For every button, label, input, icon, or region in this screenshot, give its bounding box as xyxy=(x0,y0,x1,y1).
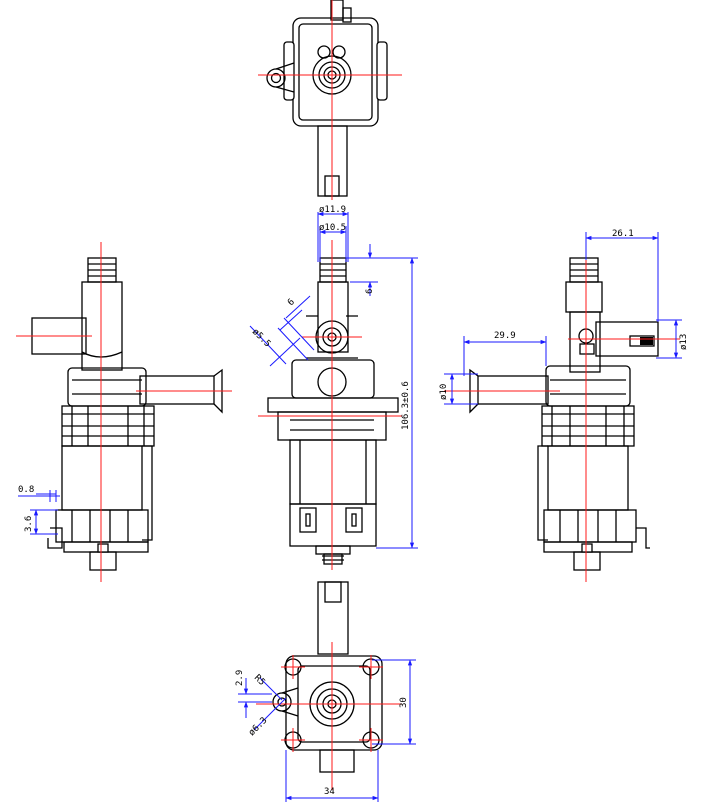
right-view: 26.1 29.9 ø13 ø10 xyxy=(439,229,689,582)
dim-offset-side: 29.9 xyxy=(494,331,516,341)
dim-d-inlet: ø10 xyxy=(439,384,449,400)
dim-radius: R5 xyxy=(252,673,267,688)
dim-diag-a: 6 xyxy=(286,297,297,308)
dim-d-outer: ø11.9 xyxy=(319,205,346,215)
dim-offset-top: 26.1 xyxy=(612,229,634,239)
dim-height-b: 30 xyxy=(399,697,409,708)
dim-width: 34 xyxy=(324,787,335,797)
dim-d-outlet: ø13 xyxy=(679,334,689,350)
dim-d-inner: ø10.5 xyxy=(319,223,346,233)
top-view xyxy=(258,0,402,200)
front-view: ø11.9 ø10.5 6 106.3±0.6 6 ø5.5 xyxy=(249,205,418,570)
dim-barb: 6 xyxy=(365,289,375,294)
bottom-view: 30 34 2.9 R5 ø6.3 xyxy=(235,581,416,802)
dim-wire-len: 3.6 xyxy=(24,516,34,532)
left-view: 0.8 3.6 xyxy=(16,242,232,582)
dim-wire-gap: 0.8 xyxy=(18,485,34,495)
dim-hole: ø6.3 xyxy=(247,716,269,738)
dim-height: 106.3±0.6 xyxy=(401,381,411,430)
dim-r-small: 2.9 xyxy=(235,670,245,686)
